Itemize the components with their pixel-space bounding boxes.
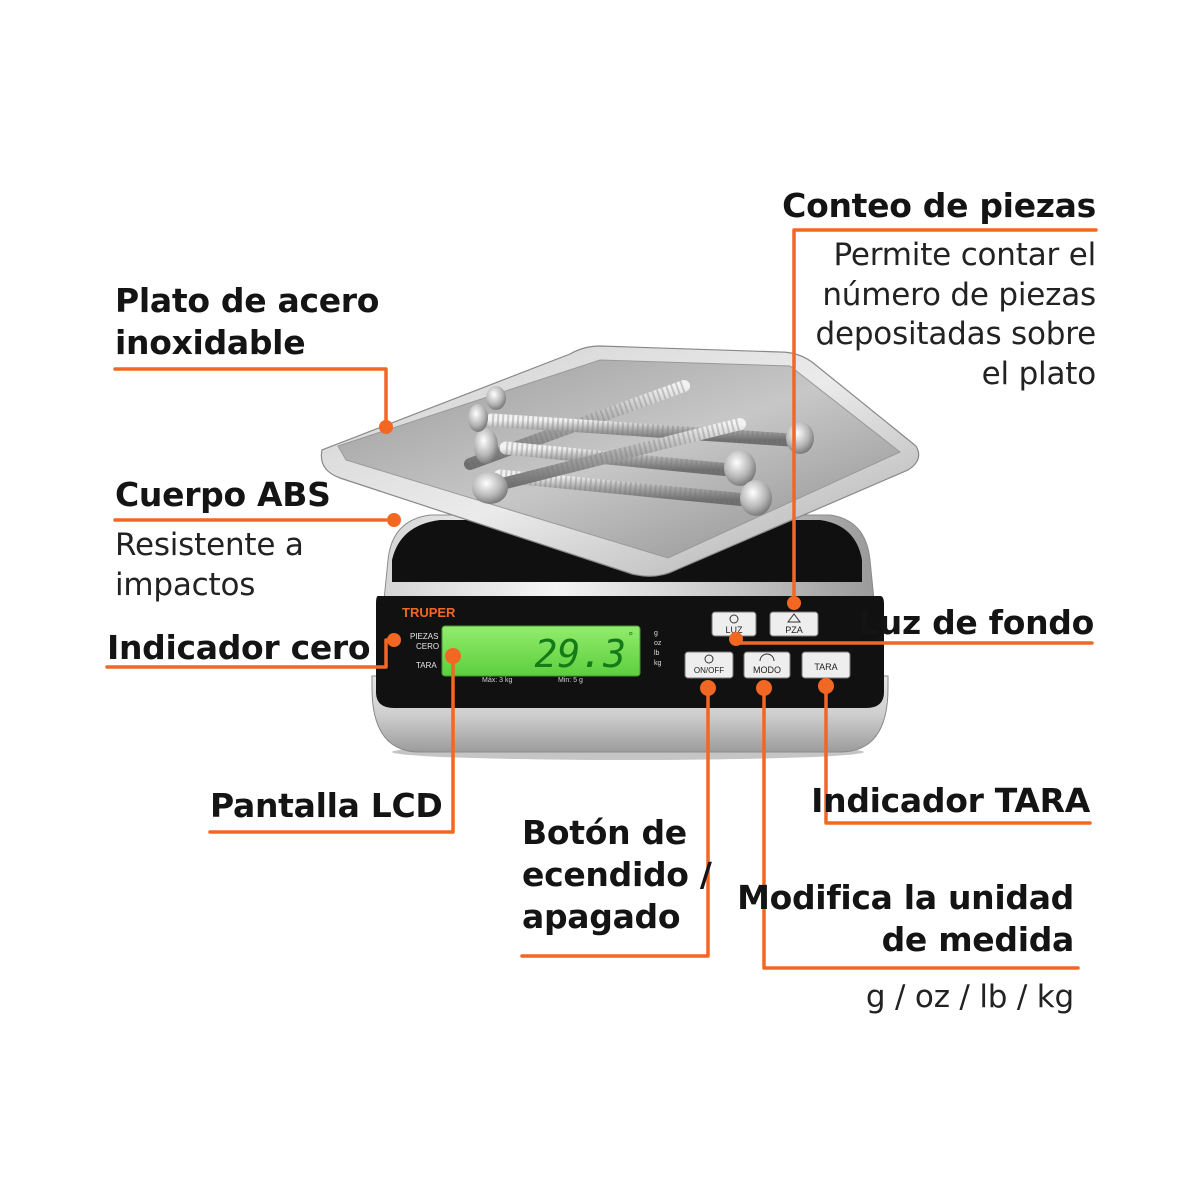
unit-kg: kg (654, 660, 662, 667)
onoff-button[interactable]: ON/OFF (684, 651, 734, 679)
cuerpo-desc: Resistente a impactos (115, 527, 304, 603)
lcd-reading: 29.3 (534, 632, 626, 676)
conteo-title: Conteo de piezas (782, 186, 1096, 225)
lcd-degree: ° (628, 630, 634, 643)
unit-g: g (654, 630, 658, 637)
cycle-icon (759, 653, 775, 662)
unit-lb: lb (654, 650, 660, 657)
indicator-tara: TARA (416, 661, 437, 670)
conteo-desc: Permite contar el número de piezas depos… (815, 237, 1096, 393)
power-icon (704, 654, 714, 664)
cuerpo-title: Cuerpo ABS (115, 475, 331, 514)
light-bulb-icon (729, 614, 739, 624)
leader-tara (824, 684, 1092, 825)
indicator-piezas: PIEZAS (410, 632, 438, 641)
cero-title: Indicador cero (107, 628, 371, 667)
plato-label: Plato de acero inoxidable (115, 281, 380, 363)
unit-oz: oz (654, 640, 662, 647)
modo-button[interactable]: MODO (743, 651, 791, 679)
leader-lines (105, 228, 1098, 970)
svg-text:MODO: MODO (753, 665, 781, 675)
svg-text:TARA: TARA (814, 662, 837, 672)
tara-title: Indicador TARA (811, 781, 1090, 820)
max-label: Máx: 3 kg (482, 677, 512, 684)
min-label: Min: 5 g (558, 677, 583, 684)
pza-button[interactable]: PZA (769, 611, 819, 637)
lcd-title: Pantalla LCD (210, 786, 443, 825)
modifica-label: Modifica la unidad de medida (737, 878, 1074, 960)
leader-conteo (792, 228, 1098, 602)
leader-modifica (762, 686, 1080, 970)
brand-logo: TRUPER (402, 605, 456, 620)
svg-text:LUZ: LUZ (725, 625, 743, 635)
bolts (464, 380, 814, 516)
tara-button[interactable]: TARA (801, 651, 851, 679)
leader-plato (113, 367, 388, 424)
leader-dots (379, 420, 834, 696)
leader-lcd (208, 654, 455, 834)
triangle-icon (787, 613, 801, 623)
indicator-cero: CERO (416, 642, 439, 651)
svg-text:ON/OFF: ON/OFF (694, 666, 724, 675)
leader-boton (520, 686, 710, 958)
modifica-desc: g / oz / lb / kg (865, 979, 1074, 1015)
lcd-screen (441, 625, 641, 677)
leader-cero (105, 638, 388, 669)
boton-label: Botón de ecendido / apagado (522, 813, 712, 937)
svg-text:PZA: PZA (785, 625, 803, 635)
luz-title: Luz de fondo (858, 603, 1094, 642)
